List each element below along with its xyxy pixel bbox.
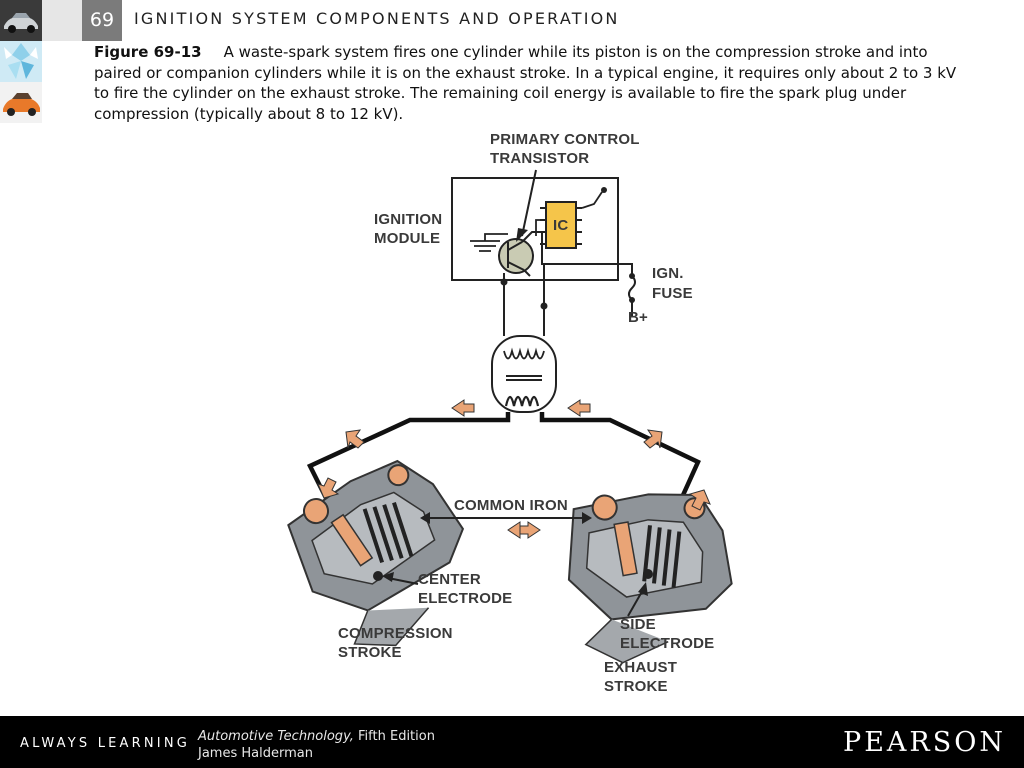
label-module: MODULE [374, 230, 440, 247]
publisher-logo: PEARSON [843, 727, 1006, 758]
label-ign: IGN. [652, 265, 684, 282]
ignition-coil [491, 335, 557, 413]
label-exhaust-stroke: STROKE [604, 678, 668, 695]
label-b-plus: B+ [628, 309, 648, 326]
figure-label: Figure 69-13 [94, 43, 202, 61]
chapter-title: IGNITION SYSTEM COMPONENTS AND OPERATION [134, 9, 620, 28]
caption-text: A waste-spark system fires one cylinder … [94, 43, 957, 123]
ic-label: IC [553, 217, 568, 234]
waste-spark-diagram: IC [250, 126, 790, 706]
footer-tagline: ALWAYS LEARNING [20, 736, 191, 751]
crystal-thumbnail [0, 41, 42, 82]
chapter-number: 69 [82, 0, 122, 41]
book-author: James Halderman [198, 746, 313, 761]
label-exhaust: EXHAUST [604, 659, 677, 676]
book-edition: Fifth Edition [353, 729, 435, 744]
label-side-electrode: ELECTRODE [620, 635, 714, 652]
label-transistor: TRANSISTOR [490, 150, 589, 167]
header-strip [42, 0, 82, 41]
label-fuse: FUSE [652, 285, 693, 302]
current-flow-arrows [317, 399, 711, 539]
label-ignition: IGNITION [374, 211, 442, 228]
car-thumbnail-1 [0, 0, 42, 41]
transistor-symbol [498, 238, 534, 274]
ic-chip [545, 201, 577, 249]
label-compression-stroke: STROKE [338, 644, 402, 661]
label-primary-control: PRIMARY CONTROL [490, 131, 640, 148]
book-title: Automotive Technology, [198, 729, 354, 744]
label-center-electrode: ELECTRODE [418, 590, 512, 607]
footer-bar: ALWAYS LEARNING Automotive Technology, F… [0, 716, 1024, 768]
label-side: SIDE [620, 616, 656, 633]
label-common-iron: COMMON IRON [454, 497, 568, 514]
book-citation: Automotive Technology, Fifth Edition Jam… [198, 728, 435, 762]
car-thumbnail-2 [0, 82, 42, 123]
label-center: CENTER [418, 571, 481, 588]
label-compression: COMPRESSION [338, 625, 453, 642]
header-thumbnails [0, 0, 42, 124]
